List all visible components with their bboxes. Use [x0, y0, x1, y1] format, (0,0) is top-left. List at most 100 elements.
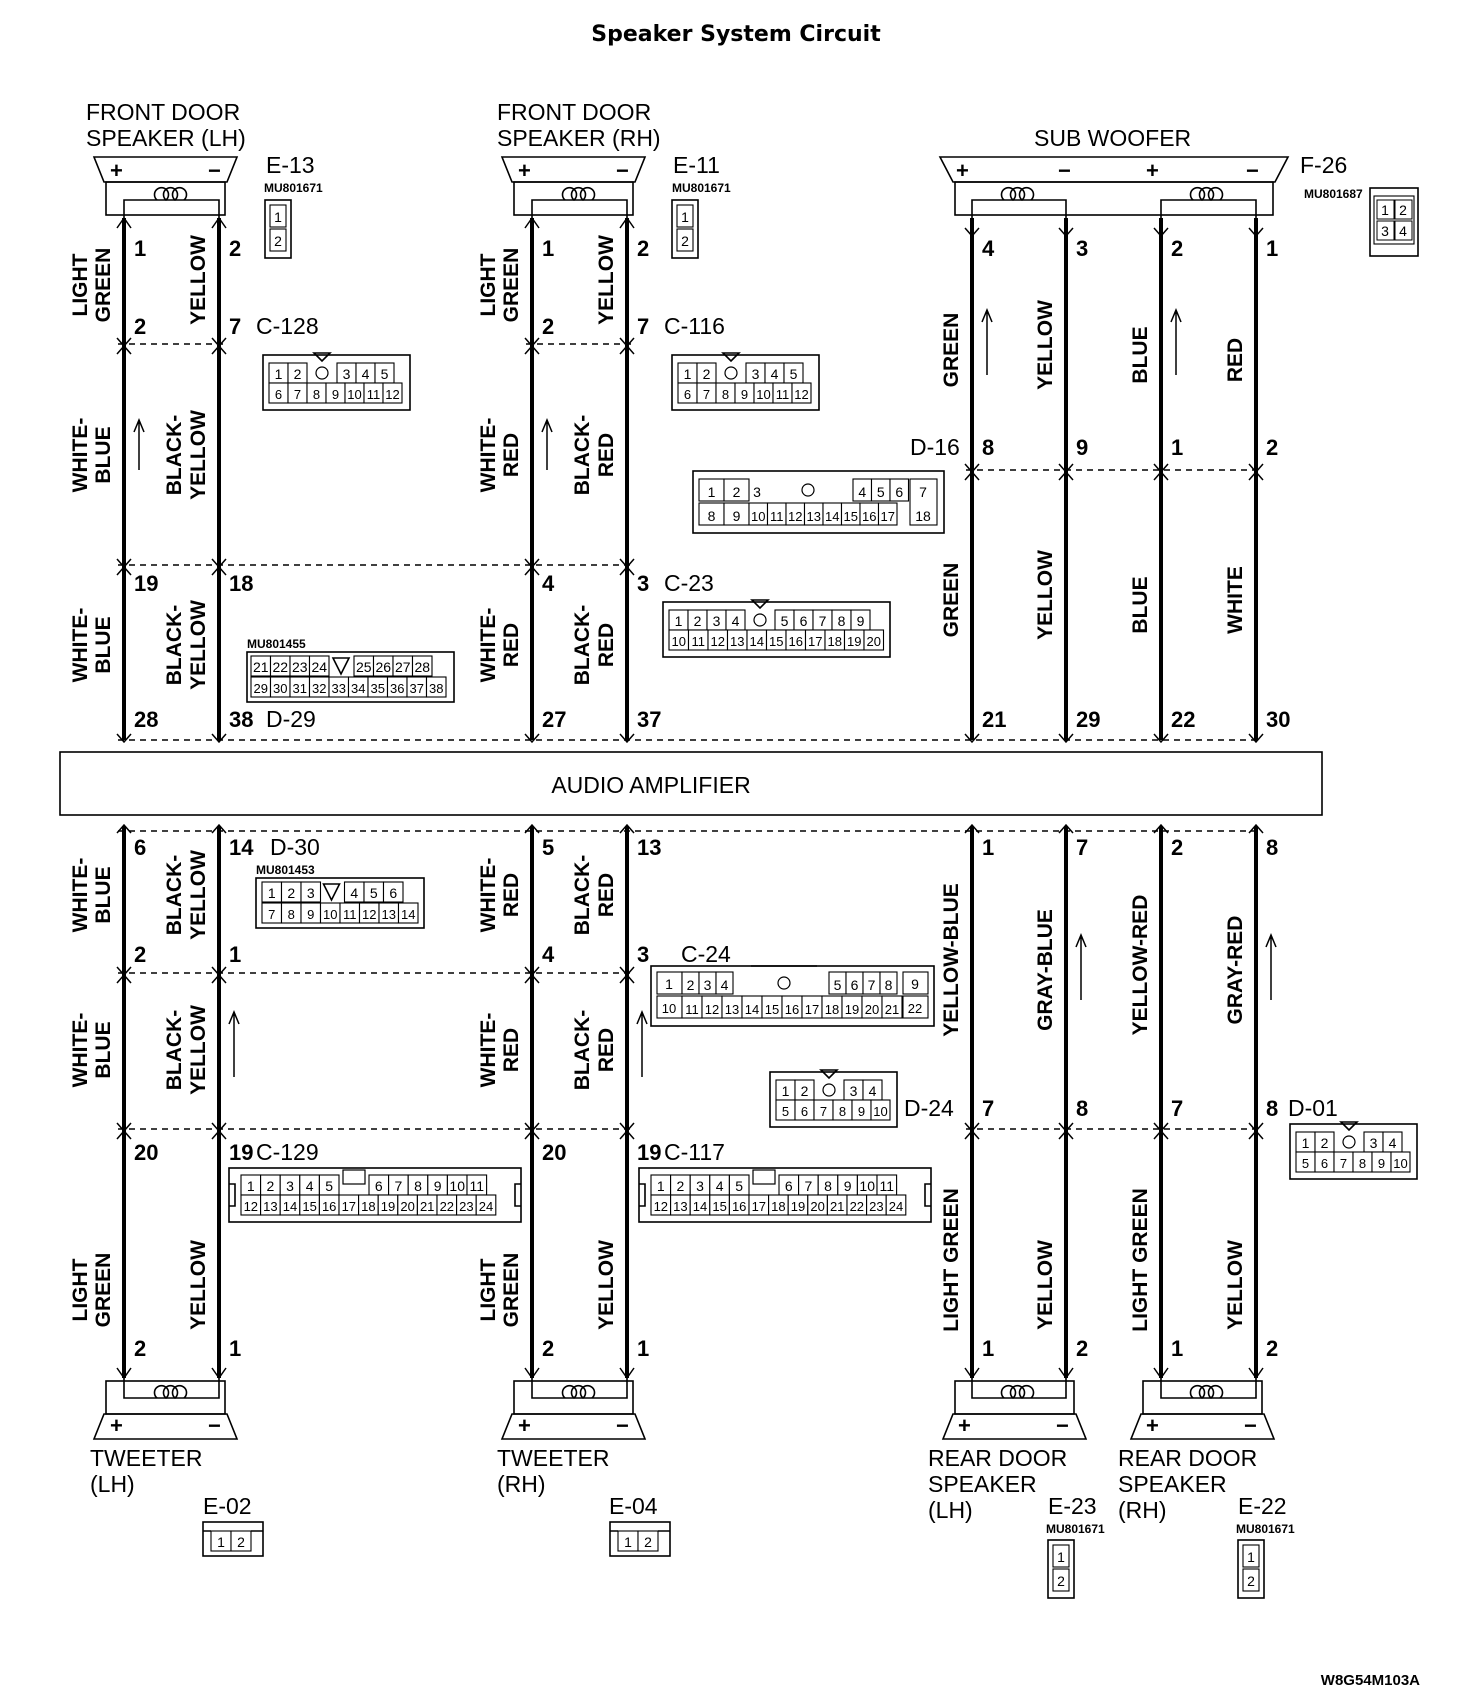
- fd-lh-name-2: SPEAKER (LH): [86, 125, 246, 151]
- tw-lh-name-2: (LH): [90, 1471, 135, 1497]
- pin-label: 8: [885, 977, 893, 993]
- pin-label: 6: [389, 885, 397, 901]
- pin-label: 14: [283, 1199, 297, 1214]
- pin: 20: [134, 1140, 158, 1165]
- pin-label: 26: [375, 659, 391, 675]
- pin-label: 4: [858, 484, 866, 500]
- pin-label: 24: [889, 1199, 903, 1214]
- rd-lh-name-1: REAR DOOR: [928, 1445, 1067, 1471]
- pin: 20: [542, 1140, 566, 1165]
- wire-color: LIGHT: [477, 253, 500, 316]
- wire-color: YELLOW: [595, 235, 618, 325]
- wire-color: WHITE-: [69, 1013, 92, 1088]
- wire-color: WHITE-: [69, 858, 92, 933]
- pin-label: 13: [673, 1199, 687, 1214]
- pin-label: 15: [302, 1199, 316, 1214]
- pin-label: 4: [350, 885, 358, 901]
- wire-color: BLACK-: [571, 855, 594, 935]
- pin-label: 35: [371, 681, 385, 696]
- sub-woofer: SUB WOOFER + − + −: [938, 125, 1290, 218]
- pin-label: 27: [395, 659, 411, 675]
- pin: 8: [982, 435, 994, 460]
- conn-d16: D-16: [910, 434, 960, 460]
- wire-color: YELLOW: [187, 1005, 210, 1095]
- pin-label: 2: [687, 977, 695, 993]
- pin: 7: [982, 1096, 994, 1121]
- wire-color: BLACK-: [571, 1010, 594, 1090]
- pin: 1: [637, 1336, 649, 1361]
- conn-e02: E-02: [203, 1493, 252, 1519]
- pin-label: 6: [785, 1178, 793, 1194]
- amplifier-label: AUDIO AMPLIFIER: [551, 772, 750, 798]
- pin-label: 9: [1378, 1156, 1385, 1171]
- flow-arrows: [133, 308, 1277, 1077]
- pin-label: 32: [312, 681, 326, 696]
- pin-label: 29: [254, 681, 268, 696]
- wire-color: WHITE-: [69, 608, 92, 683]
- pin-numbers: 1 2 2 7 19 18 28 38 1 2 2 7 4 3 27 37 4 …: [134, 236, 1290, 1361]
- pin-label: 23: [869, 1199, 883, 1214]
- pin-label: 12: [385, 387, 399, 402]
- pin-label: 19: [845, 1002, 859, 1017]
- pin-label: 10: [756, 387, 770, 402]
- wire-color: LIGHT GREEN: [940, 1188, 963, 1332]
- pin: 14: [229, 835, 254, 860]
- part-e23: MU801671: [1046, 1522, 1105, 1536]
- wire-color: RED: [500, 1028, 523, 1072]
- pin-label: 1: [665, 976, 673, 992]
- pin-label: 6: [684, 387, 691, 402]
- pin-label: 24: [311, 659, 327, 675]
- wire-color: RED: [595, 623, 618, 667]
- front-door-speaker-lh: FRONT DOOR SPEAKER (LH) + −: [86, 99, 246, 218]
- wire-color: BLUE: [1129, 326, 1152, 383]
- pin: 30: [1266, 707, 1290, 732]
- wire-color: YELLOW-BLUE: [940, 883, 963, 1037]
- pin-label: 8: [288, 907, 295, 922]
- pin-label: 1: [1247, 1549, 1255, 1565]
- wire-color: YELLOW: [187, 1240, 210, 1330]
- pin: 1: [134, 236, 146, 261]
- rd-lh-name-2: SPEAKER: [928, 1471, 1037, 1497]
- pin: 3: [1076, 236, 1088, 261]
- pin: 7: [637, 314, 649, 339]
- pin-label: 10: [323, 907, 337, 922]
- pin-label: 9: [844, 1178, 852, 1194]
- pin-label: 17: [752, 1199, 766, 1214]
- pin-label: 1: [274, 209, 282, 225]
- pin-label: 13: [730, 634, 744, 649]
- pin: 2: [637, 236, 649, 261]
- rear-door-speaker-rh: + − REAR DOOR SPEAKER (RH): [1118, 1378, 1276, 1523]
- rd-rh-name-3: (RH): [1118, 1497, 1167, 1523]
- pin-label: 20: [865, 1002, 879, 1017]
- pin: 5: [542, 835, 554, 860]
- drawing-code: W8G54M103A: [1321, 1672, 1420, 1689]
- page-title: Speaker System Circuit: [591, 22, 881, 47]
- wire-color: LIGHT: [69, 253, 92, 316]
- conn-d24: D-24: [904, 1095, 954, 1121]
- pin-label: 4: [721, 977, 729, 993]
- conn-e13: E-13: [266, 152, 315, 178]
- pin-label: 2: [294, 366, 302, 382]
- wire-color: LIGHT GREEN: [1129, 1188, 1152, 1332]
- minus-sign: −: [1056, 1413, 1069, 1438]
- pin-label: 4: [716, 1178, 724, 1194]
- wire-color: WHITE-: [477, 608, 500, 683]
- fd-rh-name-2: SPEAKER (RH): [497, 125, 661, 151]
- pin-label: 2: [274, 233, 282, 249]
- conn-c129: C-129: [256, 1139, 319, 1165]
- pin: 1: [229, 1336, 241, 1361]
- pin-label: 17: [342, 1199, 356, 1214]
- pin-label: 3: [286, 1178, 294, 1194]
- pin-label: 8: [838, 613, 846, 629]
- pin-label: 9: [733, 508, 741, 524]
- pin-label: 11: [770, 509, 784, 524]
- pin-label: 20: [400, 1199, 414, 1214]
- front-door-speaker-rh: FRONT DOOR SPEAKER (RH) + −: [497, 99, 661, 218]
- pin-label: 2: [287, 885, 295, 901]
- pin-label: 20: [810, 1199, 824, 1214]
